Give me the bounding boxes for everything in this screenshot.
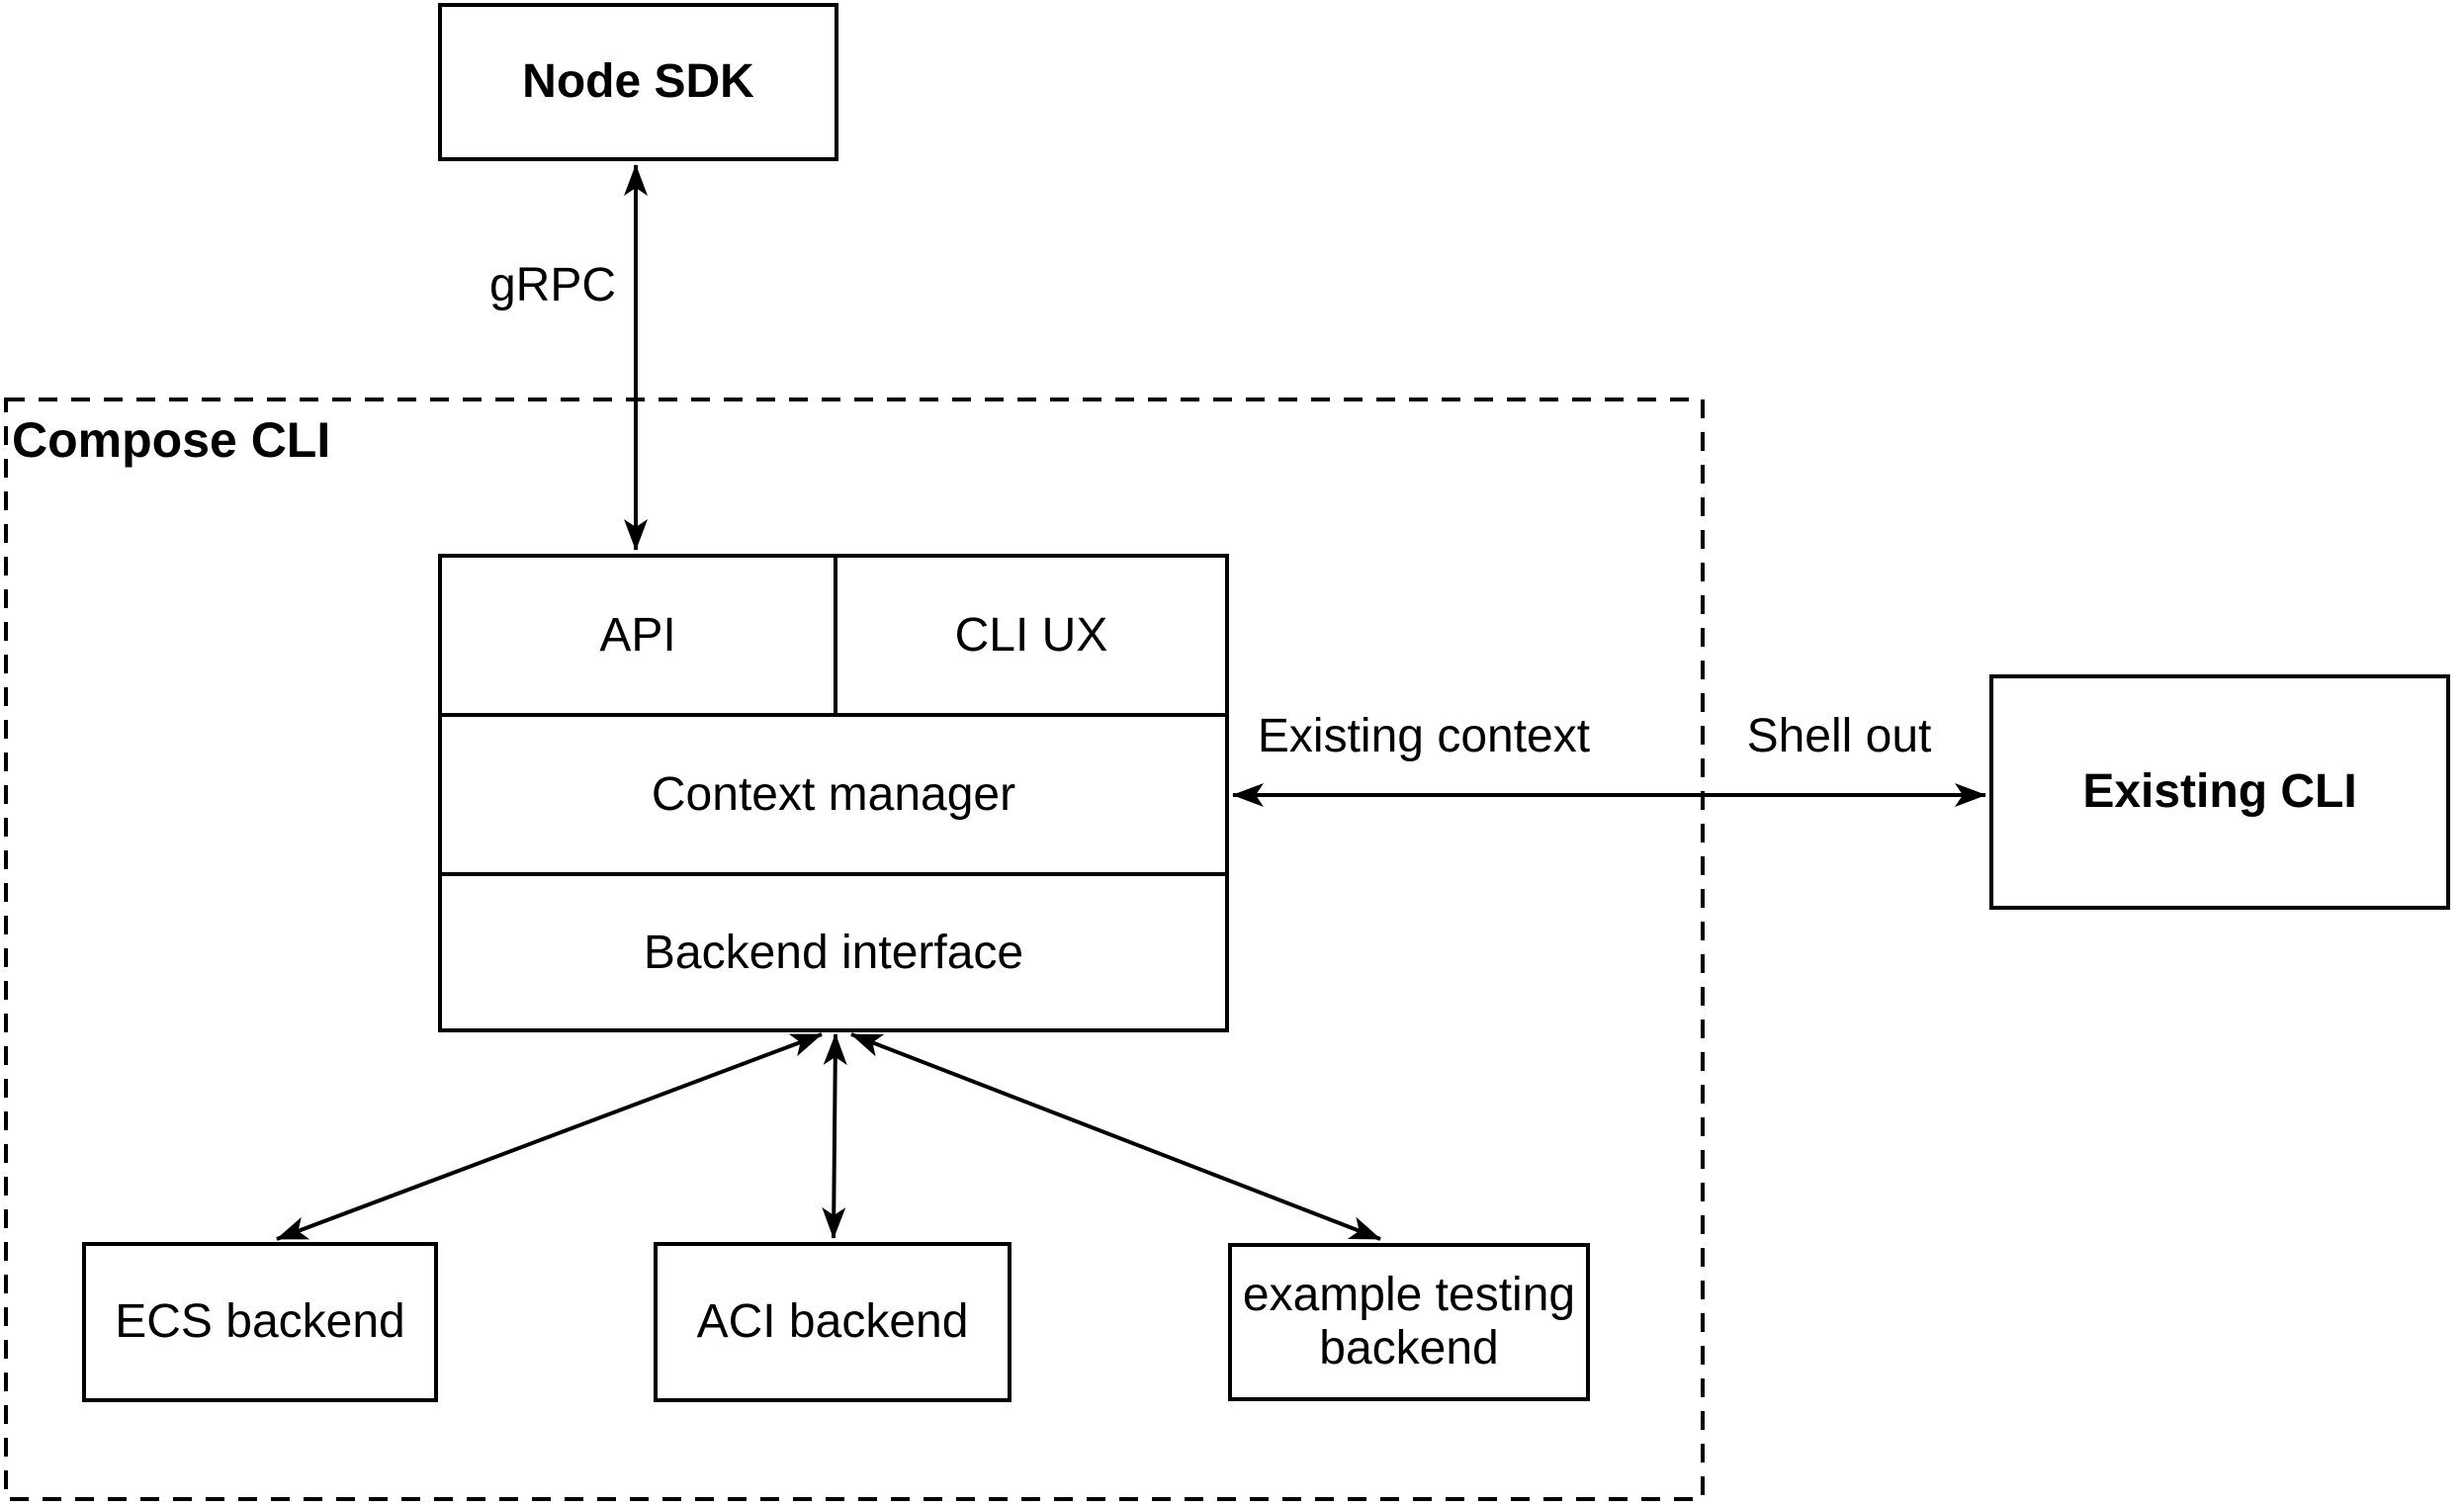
node-sdk-label: Node SDK	[522, 55, 754, 109]
ecs-backend-box: ECS backend	[82, 1242, 438, 1402]
aci-backend-box: ACI backend	[654, 1242, 1012, 1402]
cli-ux-cell: CLI UX	[837, 558, 1225, 713]
aci-backend-label: ACI backend	[696, 1295, 969, 1349]
backend-interface-cell: Backend interface	[442, 876, 1225, 1028]
aci-backend-arrow	[822, 1033, 847, 1239]
stack-top-row: API CLI UX	[442, 558, 1225, 717]
node-sdk-box: Node SDK	[438, 3, 838, 161]
example-backend-arrow	[850, 1032, 1381, 1241]
ecs-backend-label: ECS backend	[115, 1295, 405, 1349]
context-manager-label: Context manager	[651, 768, 1016, 821]
grpc-edge-label: gRPC	[488, 259, 617, 311]
existing-context-edge-label: Existing context	[1257, 710, 1591, 762]
api-cell: API	[442, 558, 837, 713]
shell-out-edge-label: Shell out	[1746, 710, 1932, 762]
example-backend-label: example testing backend	[1242, 1269, 1576, 1374]
existing-cli-label: Existing CLI	[2082, 765, 2357, 819]
ecs-backend-arrow	[276, 1032, 823, 1241]
api-label: API	[599, 609, 676, 662]
compose-cli-stack: API CLI UX Context manager Backend inter…	[438, 554, 1229, 1032]
cli-ux-label: CLI UX	[954, 609, 1108, 662]
backend-interface-label: Backend interface	[643, 926, 1024, 979]
existing-cli-box: Existing CLI	[1989, 674, 2450, 910]
example-backend-box: example testing backend	[1228, 1243, 1590, 1401]
context-manager-cell: Context manager	[442, 717, 1225, 876]
compose-cli-title: Compose CLI	[12, 412, 331, 468]
compose-cli-group-border	[4, 398, 1705, 1501]
